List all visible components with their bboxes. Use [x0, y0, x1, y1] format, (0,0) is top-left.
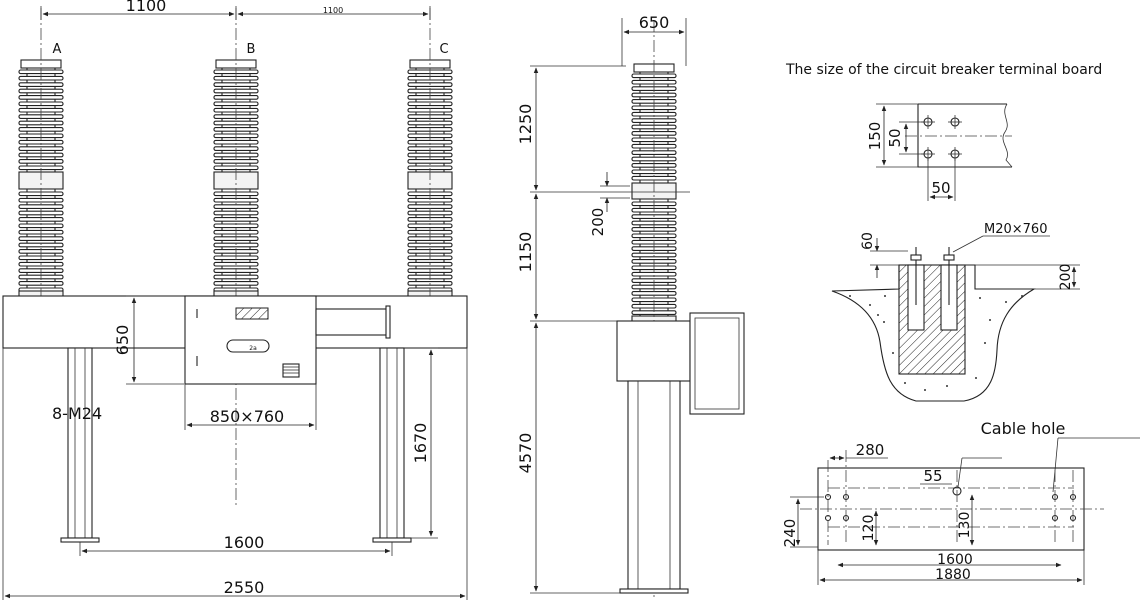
foundation-bolt-label: M20×760	[984, 222, 1047, 237]
base-dim-hole-spacing: 1600	[937, 552, 973, 568]
nameplate	[226, 339, 270, 353]
nameplate-label: 2a	[249, 345, 257, 352]
phase-c-label: C	[439, 42, 448, 57]
cable-hole-label: Cable hole	[981, 419, 1066, 438]
mechanism-window	[235, 307, 269, 320]
dim-leg-height: 1670	[411, 423, 430, 464]
side-mechanism-box	[616, 320, 691, 382]
phase-a-label: A	[53, 42, 62, 57]
foundation-dim-projection: 60	[860, 232, 876, 250]
terminal-dim-horizontal-pitch: 50	[931, 179, 950, 197]
base-dim-total-length: 1880	[935, 567, 971, 583]
base-plan-detail: Cable hole 280 55 240 120 13	[781, 419, 1140, 585]
foundation-dim-depth: 200	[1058, 264, 1074, 291]
dim-ab: 1100	[126, 0, 167, 15]
terminal-dim-vertical-pitch: 50	[886, 128, 904, 147]
dim-box-height: 650	[113, 325, 132, 356]
dim-box-base: 850×760	[210, 407, 284, 426]
terminal-board-title: The size of the circuit breaker terminal…	[785, 62, 1102, 78]
front-insulators	[18, 59, 453, 298]
phase-b-label: B	[247, 42, 256, 57]
concrete-specks	[849, 295, 1023, 391]
dim-leg-spacing: 1600	[224, 533, 265, 552]
bolt-label-front: 8-M24	[52, 404, 102, 423]
dim-support-height: 4570	[516, 433, 535, 474]
support-leg-left	[67, 347, 93, 539]
front-view: A B C 1100 1100 2a	[2, 0, 468, 600]
dim-bc: 1100	[323, 6, 343, 15]
base-dim-width: 240	[781, 519, 799, 548]
base-dim-left-spacing: 120	[861, 515, 877, 542]
support-leg-right	[379, 347, 405, 539]
base-dim-offset: 280	[856, 441, 885, 459]
base-dim-right-spacing: 130	[957, 512, 973, 539]
dim-upper-insulator: 1250	[516, 104, 535, 145]
foundation-concrete	[831, 264, 1037, 402]
dim-total-width: 2550	[224, 578, 265, 597]
terminal-holes	[921, 115, 962, 161]
dim-flange: 200	[589, 208, 607, 237]
terminal-dim-height: 150	[866, 122, 884, 151]
side-duct	[315, 308, 389, 336]
terminal-board-detail: The size of the circuit breaker terminal…	[785, 62, 1102, 201]
side-support-column	[627, 380, 681, 590]
side-view: 650 1250 1150 4570 200	[516, 13, 745, 600]
foundation-detail: 60 M20×760 200	[831, 222, 1080, 402]
vent-grille	[282, 363, 300, 378]
dim-lower-insulator: 1150	[516, 232, 535, 273]
base-dim-hole: 55	[923, 467, 942, 485]
dim-top-width: 650	[639, 13, 670, 32]
side-cabinet-door	[689, 312, 745, 415]
